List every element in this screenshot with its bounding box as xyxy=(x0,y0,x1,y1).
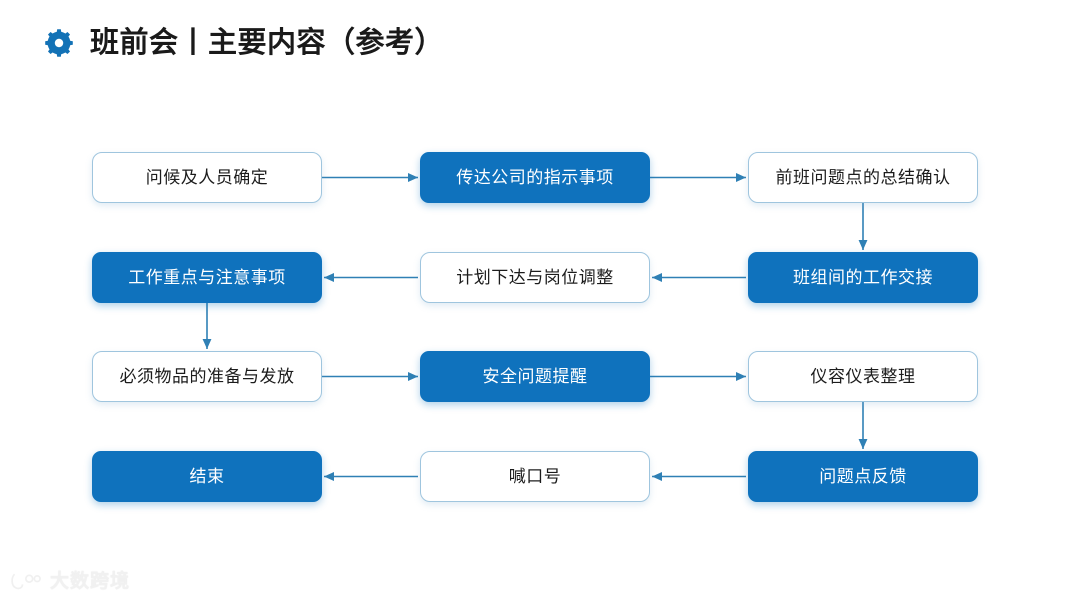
flow-node-label: 喊口号 xyxy=(508,467,562,486)
watermark: 大数跨境 xyxy=(10,570,130,592)
flow-node-n1[interactable]: 问候及人员确定 xyxy=(92,152,322,203)
flow-node-label: 班组间的工作交接 xyxy=(793,268,933,287)
page-header: 班前会丨主要内容（参考） xyxy=(44,28,444,58)
gear-icon xyxy=(45,29,73,57)
flow-node-n5[interactable]: 计划下达与岗位调整 xyxy=(420,252,650,303)
flow-node-n11[interactable]: 喊口号 xyxy=(420,451,650,502)
flow-node-label: 问候及人员确定 xyxy=(145,168,269,187)
flow-node-label: 必须物品的准备与发放 xyxy=(119,367,295,386)
flow-node-n6[interactable]: 班组间的工作交接 xyxy=(748,252,978,303)
watermark-logo-icon xyxy=(11,573,41,590)
flow-node-n12[interactable]: 问题点反馈 xyxy=(748,451,978,502)
flow-node-n3[interactable]: 前班问题点的总结确认 xyxy=(748,152,978,203)
flow-node-label: 问题点反馈 xyxy=(819,467,907,486)
flow-node-label: 计划下达与岗位调整 xyxy=(456,268,614,287)
flow-node-n8[interactable]: 安全问题提醒 xyxy=(420,351,650,402)
flow-node-n9[interactable]: 仪容仪表整理 xyxy=(748,351,978,402)
flow-node-label: 安全问题提醒 xyxy=(482,367,588,386)
flow-node-n10[interactable]: 结束 xyxy=(92,451,322,502)
flow-node-n2[interactable]: 传达公司的指示事项 xyxy=(420,152,650,203)
flow-node-label: 前班问题点的总结确认 xyxy=(775,168,951,187)
flow-node-label: 工作重点与注意事项 xyxy=(128,268,286,287)
flow-node-label: 传达公司的指示事项 xyxy=(456,168,614,187)
flow-node-n4[interactable]: 工作重点与注意事项 xyxy=(92,252,322,303)
flow-node-label: 仪容仪表整理 xyxy=(810,367,916,386)
flow-node-label: 结束 xyxy=(189,467,225,486)
watermark-text: 大数跨境 xyxy=(50,570,131,592)
flow-node-n7[interactable]: 必须物品的准备与发放 xyxy=(92,351,322,402)
page-title: 班前会丨主要内容（参考） xyxy=(90,26,445,59)
